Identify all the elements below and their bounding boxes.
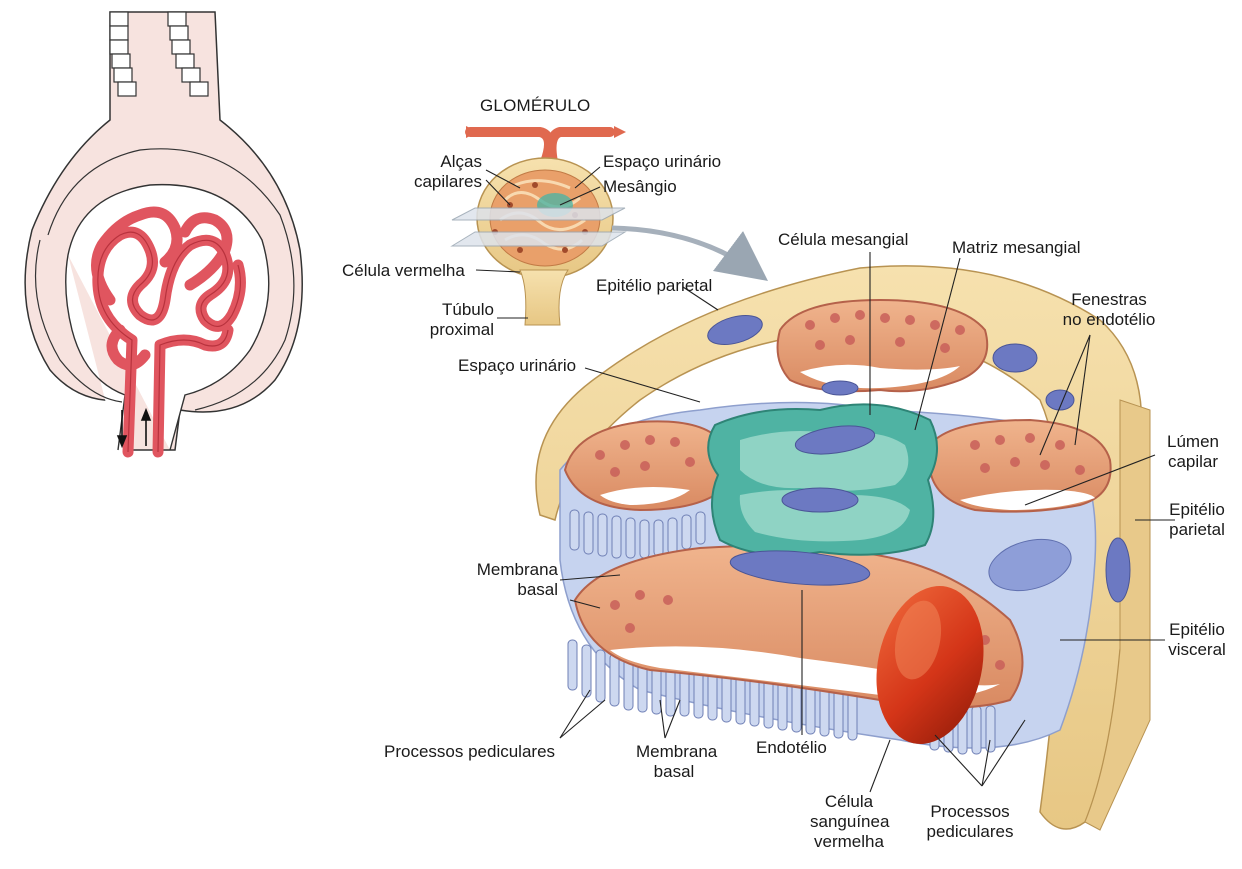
label-fenestras: Fenestras no endotélio xyxy=(1050,290,1168,330)
label-alcas-capilares: Alças capilares xyxy=(386,152,482,192)
label-epitelio-visceral: Epitélio visceral xyxy=(1160,620,1234,660)
label-epitelio-parietal-right: Epitélio parietal xyxy=(1160,500,1234,540)
label-espaco-urinario-top: Espaço urinário xyxy=(603,152,721,172)
inset-title: GLOMÉRULO xyxy=(480,96,590,116)
label-matriz-mesangial: Matriz mesangial xyxy=(952,238,1081,258)
label-membrana-basal-left: Membrana basal xyxy=(470,560,558,600)
label-tubulo-proximal: Túbulo proximal xyxy=(400,300,494,340)
label-celula-sanguinea: Célula sanguínea vermelha xyxy=(810,792,888,852)
label-celula-vermelha: Célula vermelha xyxy=(342,261,465,281)
label-mesangio: Mesângio xyxy=(603,177,677,197)
label-epitelio-parietal-top: Epitélio parietal xyxy=(596,276,712,296)
label-processos-pediculares-left: Processos pediculares xyxy=(384,742,555,762)
label-lumen-capilar: Lúmen capilar xyxy=(1158,432,1228,472)
label-processos-pediculares-right: Processos pediculares xyxy=(922,802,1018,842)
label-celula-mesangial: Célula mesangial xyxy=(778,230,908,250)
label-membrana-basal-bottom: Membrana basal xyxy=(636,742,712,782)
label-espaco-urinario-mid: Espaço urinário xyxy=(458,356,576,376)
glomerular-cross-section xyxy=(536,266,1150,830)
bowman-capsule-drawing xyxy=(25,12,302,452)
label-endotelio: Endotélio xyxy=(756,738,827,758)
